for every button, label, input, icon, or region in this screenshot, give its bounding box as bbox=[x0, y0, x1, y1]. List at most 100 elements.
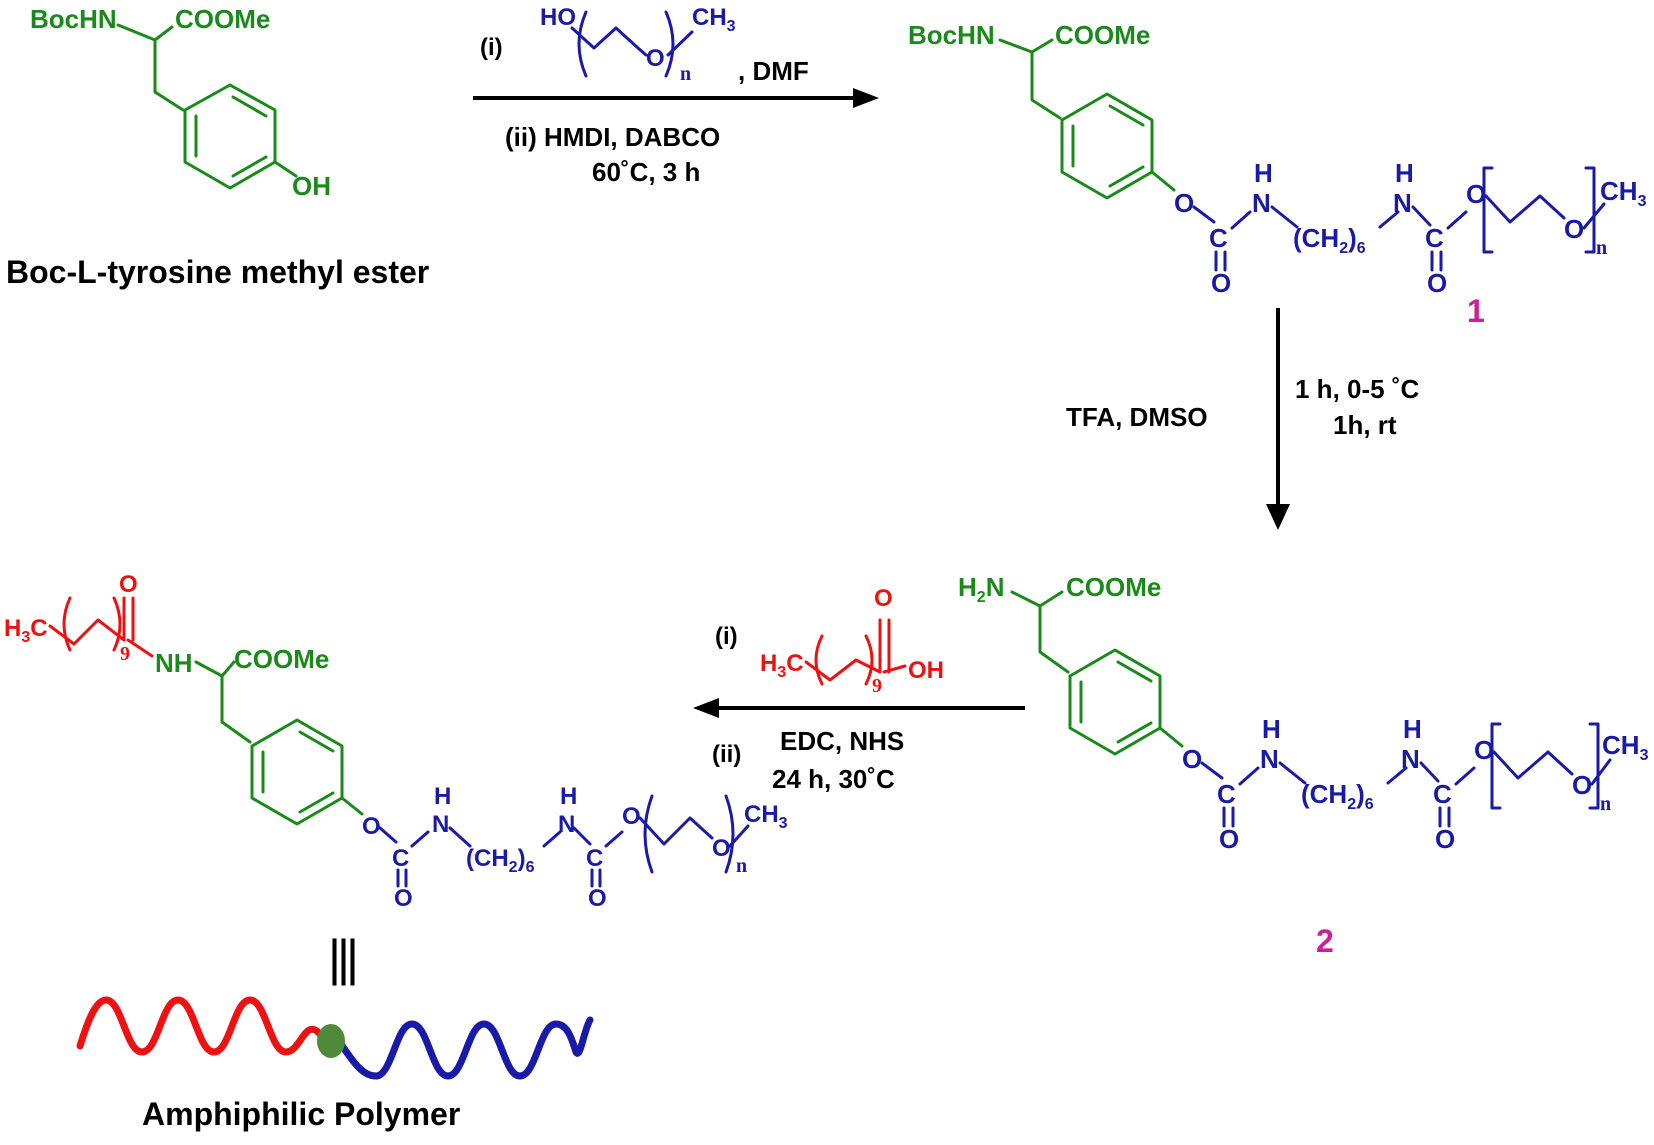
c1-nh2-hydrogen: H bbox=[1395, 158, 1414, 188]
c2-carbonyl-double-bond bbox=[1222, 806, 1235, 828]
peg-hydroxyl-label: HO bbox=[540, 4, 576, 31]
acid-oh-bond bbox=[882, 664, 907, 674]
c1-ester-label: COOMe bbox=[1055, 20, 1150, 50]
equivalence-symbol: ||| bbox=[328, 930, 355, 986]
c1-peg-ester-oxygen: O bbox=[1466, 179, 1486, 209]
product-carbamate-linker: O C O H N (CH2)6 H N C O O O CH3 n bbox=[362, 783, 788, 912]
product-aryl-oxygen-bond bbox=[340, 796, 364, 816]
amphiphilic-polymer-label: Amphiphilic Polymer bbox=[142, 1096, 460, 1132]
step3-reaction-arrow: (i) H3C 9 O OH (ii) EDC, NHS 24 h, 30˚C bbox=[693, 585, 1025, 794]
peg-repeat-count: n bbox=[680, 63, 691, 85]
acid-hydroxyl-label: OH bbox=[908, 657, 944, 684]
c2-repeat-open-bracket bbox=[1490, 722, 1502, 810]
c1-carbonyl2-double-bond bbox=[1430, 250, 1443, 272]
step3-arrow-head bbox=[693, 698, 719, 718]
c1-peg-chain-bonds bbox=[1484, 194, 1566, 224]
c1-n-c2-bond bbox=[1411, 205, 1432, 227]
p-carbonyl2-double-bond bbox=[590, 868, 602, 888]
tail-chain-bonds bbox=[48, 618, 126, 646]
p-c2-o-bond bbox=[604, 830, 624, 848]
p-hexamethylene: (CH2)6 bbox=[466, 845, 535, 876]
step3-reagent-i-label: (i) bbox=[715, 623, 738, 650]
amphiphilic-polymer-structure: H3C 9 O NH COOMe O C O H N (CH2)6 bbox=[4, 571, 788, 912]
p-carbonyl-carbon: C bbox=[392, 845, 409, 872]
c2-ch2-n-bond bbox=[1386, 766, 1408, 785]
p-n-ch2-bond bbox=[448, 826, 472, 848]
product-benzene-ring bbox=[250, 718, 344, 826]
hydrophobic-chain-wave bbox=[76, 996, 328, 1056]
p-repeat-open-bracket bbox=[643, 794, 654, 874]
c1-n-ch2-bond bbox=[1270, 205, 1299, 229]
c1-sidechain-bond bbox=[1030, 50, 1062, 120]
c1-alpha-bonds bbox=[998, 38, 1054, 54]
c2-repeat-count: n bbox=[1600, 793, 1611, 815]
c2-nh2-hydrogen: H bbox=[1403, 714, 1422, 744]
c2-carbonyl-oxygen: O bbox=[1219, 824, 1239, 854]
c2-n-c2-bond bbox=[1419, 761, 1440, 783]
acid-repeat-close-bracket bbox=[864, 634, 874, 686]
compound-2-number: 2 bbox=[1316, 923, 1334, 959]
tail-repeat-count: 9 bbox=[120, 643, 130, 665]
step2-reagents: TFA, DMSO bbox=[1066, 402, 1208, 432]
c1-c2-o-bond bbox=[1446, 210, 1468, 230]
c2-ester-oxygen: O bbox=[1182, 744, 1202, 774]
p-nh2-nitrogen: N bbox=[558, 811, 575, 838]
c2-peg-methyl: CH3 bbox=[1602, 730, 1649, 764]
product-ester-label: COOMe bbox=[234, 644, 329, 674]
c1-benzene-double-bonds bbox=[1071, 104, 1145, 188]
p-ch2-n-bond bbox=[542, 830, 562, 848]
p-carbonyl-oxygen: O bbox=[394, 885, 413, 912]
c1-amine-label: BocHN bbox=[908, 20, 995, 50]
p-carbonyl-double-bond bbox=[396, 868, 408, 888]
start-amine-label: BocHN bbox=[30, 4, 117, 34]
c1-nh-hydrogen: H bbox=[1254, 158, 1273, 188]
tail-repeat-open-bracket bbox=[62, 596, 72, 652]
start-benzene-double-bonds bbox=[194, 95, 268, 178]
amphiphilic-polymer-cartoon bbox=[76, 996, 594, 1080]
c2-c-n-bond bbox=[1238, 766, 1260, 786]
c1-carbonyl-double-bond bbox=[1214, 250, 1227, 272]
amide-carbonyl-double-bond bbox=[122, 596, 135, 642]
c2-benzene-ring bbox=[1068, 648, 1162, 756]
c1-benzene-ring bbox=[1060, 92, 1154, 200]
product-sidechain-bond bbox=[220, 674, 252, 744]
c2-amine-label: H2N bbox=[958, 572, 1004, 606]
c1-repeat-close-bracket bbox=[1584, 166, 1596, 254]
p-ester-oxygen: O bbox=[362, 813, 381, 840]
c1-ch2-n-bond bbox=[1378, 210, 1400, 229]
c1-c-n-bond bbox=[1230, 210, 1252, 230]
p-peg-chain-bonds bbox=[638, 816, 714, 846]
peg-chain-bonds bbox=[570, 26, 648, 57]
p-repeat-count: n bbox=[736, 855, 747, 877]
start-ester-label: COOMe bbox=[175, 4, 270, 34]
p-repeat-close-bracket bbox=[724, 794, 735, 874]
c1-hexamethylene: (CH2)6 bbox=[1293, 223, 1366, 257]
c1-peg-methyl: CH3 bbox=[1600, 176, 1647, 210]
c2-ester-label: COOMe bbox=[1066, 572, 1161, 602]
acid-carbonyl-double-bond bbox=[878, 618, 891, 674]
step1-reaction-arrow: (i) HO O CH3 n , DMF (ii) HMDI, DABCO 60… bbox=[473, 4, 879, 187]
c1-o-c-bond bbox=[1192, 205, 1216, 224]
hydrophilic-peg-wave bbox=[334, 1016, 594, 1080]
p-peg-ester-oxygen: O bbox=[622, 803, 641, 830]
p-peg-methyl: CH3 bbox=[744, 801, 788, 832]
c1-peg-oxygen: O bbox=[1564, 214, 1584, 244]
start-sidechain-bond bbox=[153, 38, 185, 112]
c1-nh2-nitrogen: N bbox=[1393, 188, 1412, 218]
step1-reagent-ii: (ii) HMDI, DABCO bbox=[505, 122, 720, 152]
start-alpha-bonds bbox=[116, 23, 174, 42]
tail-methyl-label: H3C bbox=[4, 615, 48, 646]
c2-carbonyl2-double-bond bbox=[1438, 806, 1451, 828]
step2-condition-1: 1 h, 0-5 ˚C bbox=[1295, 374, 1419, 404]
compound-2-structure: H2N COOMe O C O H N (CH2)6 H N C O O bbox=[958, 572, 1649, 959]
start-hydroxyl-label: OH bbox=[292, 171, 331, 201]
start-material-name: Boc-L-tyrosine methyl ester bbox=[6, 254, 429, 290]
c2-peg-ester-oxygen: O bbox=[1474, 735, 1494, 765]
c2-sidechain-bond bbox=[1038, 604, 1070, 674]
c2-benzene-double-bonds bbox=[1079, 660, 1153, 744]
c2-nh-nitrogen: N bbox=[1260, 744, 1279, 774]
acid-methyl-label: H3C bbox=[760, 650, 804, 681]
p-n-c2-bond bbox=[572, 826, 592, 846]
amide-carbonyl-oxygen: O bbox=[119, 571, 138, 598]
